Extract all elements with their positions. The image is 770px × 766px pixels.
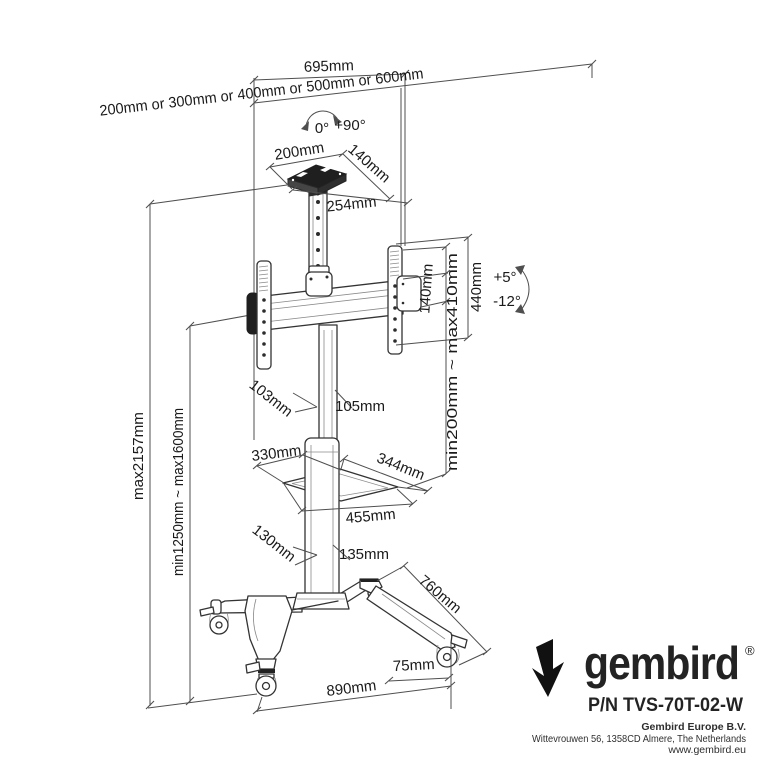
dim-base-depth: 760mm [415, 572, 464, 617]
caster-brake-lever [245, 661, 261, 674]
tv-stand-structure [199, 164, 468, 697]
registered-mark: ® [745, 643, 755, 658]
dim-top-shelf-diagonal: 254mm [326, 193, 378, 215]
vesa-plate-right [387, 245, 422, 355]
dim-base-width: 890mm [326, 677, 378, 700]
dim-shelf-side-a: 330mm [251, 442, 303, 465]
dim-vesa-height-range: min200mm ~ max410mm [444, 253, 461, 471]
company-name: Gembird Europe B.V. [641, 721, 746, 733]
dim-tilt-down: -12° [493, 293, 521, 310]
column-foot [292, 592, 350, 610]
dimension-callouts [252, 110, 530, 715]
crossbar [246, 265, 404, 335]
dim-rotation-to: +90° [334, 117, 365, 134]
dim-bracket-height: 440mm [468, 262, 485, 312]
company-website: www.gembird.eu [667, 744, 746, 756]
part-number: P/N TVS-70T-02-W [588, 695, 743, 716]
inner-column [318, 324, 338, 444]
brand-logo-text: gembird [584, 637, 739, 689]
tilt-arc [520, 268, 530, 311]
dim-top-shelf-width: 200mm [273, 139, 325, 164]
dim-shelf-side-b: 344mm [374, 450, 427, 485]
dim-shelf-total-width: 455mm [345, 506, 396, 527]
dim-rotation-from: 0° [315, 120, 329, 137]
caster-brake-lever [450, 634, 468, 649]
brand-block: gembird ® P/N TVS-70T-02-W Gembird Europ… [532, 637, 755, 756]
dim-lower-column-depth: 130mm [249, 521, 299, 565]
dim-vesa-plate-height: 140mm [416, 263, 436, 314]
caster-front-right [436, 634, 468, 668]
dim-screen-height-range: min1250mm ~ max1600mm [170, 408, 187, 576]
top-device-plate [286, 164, 348, 197]
dim-tilt-up: +5° [493, 269, 516, 286]
company-address: Wittevrouwen 56, 1358CD Almere, The Neth… [532, 733, 746, 745]
caster-brake-lever [199, 606, 215, 617]
base-leg-front-left [244, 595, 293, 662]
base [199, 578, 468, 697]
extension-lines [145, 59, 597, 710]
outer-column [304, 437, 340, 602]
dim-lower-column-width: 135mm [339, 546, 389, 563]
vesa-plate-left [256, 260, 272, 370]
dim-max-total-height: max2157mm [130, 412, 147, 500]
av-shelf [282, 468, 399, 502]
caster-front-left [245, 661, 277, 697]
dim-top-shelf-depth: 140mm [344, 141, 393, 187]
gembird-logo-icon [532, 639, 564, 697]
rotation-arc [305, 110, 339, 129]
caster-rear-left [199, 606, 229, 635]
dim-upper-column-depth: 103mm [246, 376, 296, 420]
column-clamp [305, 271, 333, 297]
dim-caster-height: 75mm [393, 656, 436, 675]
dim-upper-column-width: 105mm [335, 398, 385, 415]
dim-total-width: 695mm [304, 57, 355, 76]
dim-vesa-width-options: 200mm or 300mm or 400mm or 500mm or 600m… [99, 65, 425, 119]
